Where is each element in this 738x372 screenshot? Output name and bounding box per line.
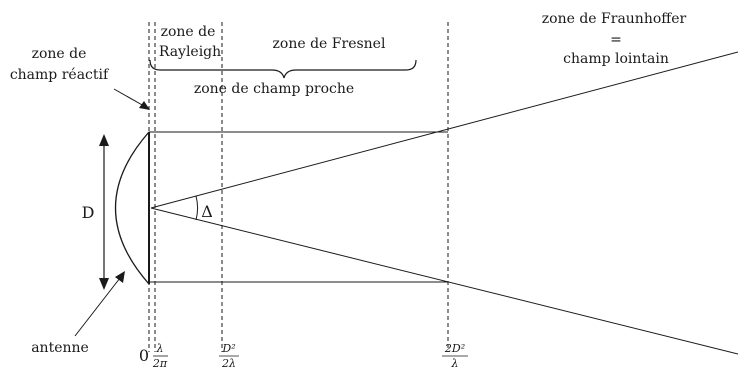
reactive-zone-label-1: zone de: [32, 46, 87, 62]
tick-rayleigh-numerator: D²: [221, 342, 235, 355]
rayleigh-zone-label-2: Rayleigh: [159, 44, 221, 60]
antenna-pointer-head: [115, 271, 125, 283]
antenna-pointer: [74, 277, 121, 337]
ray-lower: [150, 207, 738, 355]
fresnel-zone-label: zone de Fresnel: [273, 36, 386, 52]
tick-reactive-denominator: 2π: [152, 357, 168, 370]
antenna-label: antenne: [31, 340, 89, 356]
fraunhofer-zone-label-1: zone de Fraunhoffer: [542, 11, 687, 27]
rayleigh-zone-label-1: zone de: [161, 24, 216, 40]
near-field-zone-label: zone de champ proche: [194, 81, 354, 97]
diameter-label: D: [82, 203, 95, 222]
diameter-arrow-head-top: [99, 134, 109, 146]
near-field-brace: [149, 59, 417, 79]
tick-origin-label: 0: [139, 346, 149, 365]
fraunhofer-zone-label-2: =: [610, 32, 622, 48]
reactive-zone-label-2: champ réactif: [10, 67, 110, 83]
tick-reactive-numerator: λ: [156, 342, 164, 355]
reactive-zone-pointer: [113, 88, 145, 107]
ray-upper: [150, 51, 738, 209]
tick-rayleigh-denominator: 2λ: [221, 357, 236, 370]
tick-fresnel-denominator: λ: [451, 357, 459, 370]
angle-delta-arc: [195, 195, 198, 221]
diameter-arrow-head-bottom: [99, 278, 109, 290]
fraunhofer-zone-label-3: champ lointain: [563, 51, 669, 67]
angle-delta-label: Δ: [201, 202, 213, 221]
tick-fresnel-numerator: 2D²: [444, 342, 465, 355]
antenna-reflector-arc: [114, 131, 150, 285]
reactive-zone-pointer-head: [139, 101, 150, 110]
